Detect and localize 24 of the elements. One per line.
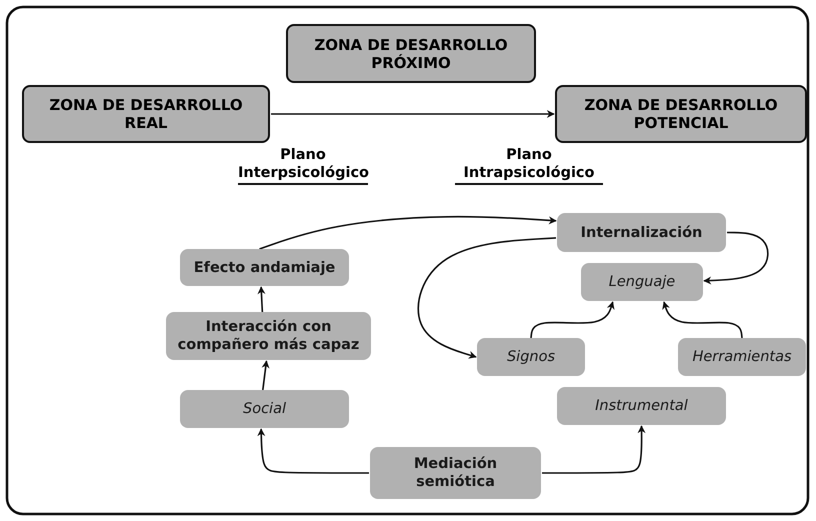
arrow [542, 425, 646, 474]
arrow [703, 232, 769, 285]
zone-box: ZONA DE DESARROLLO PRÓXIMO [286, 24, 536, 83]
arrow [257, 428, 369, 474]
concept-box: Internalización [557, 213, 726, 252]
concept-box: Signos [477, 338, 585, 376]
plane-label: Plano Interpsicológico [238, 146, 368, 185]
concept-box: Social [180, 390, 349, 428]
zone-box: ZONA DE DESARROLLO REAL [22, 85, 270, 143]
arrow [417, 237, 556, 359]
concept-box: Interacción con compañero más capaz [166, 312, 371, 360]
concept-box: Herramientas [678, 338, 806, 376]
arrow [662, 301, 743, 338]
arrow [271, 110, 555, 118]
zone-box: ZONA DE DESARROLLO POTENCIAL [555, 85, 807, 143]
concept-box: Instrumental [557, 387, 726, 425]
concept-box: Mediación semiótica [370, 447, 541, 499]
plane-label: Plano Intrapsicológico [455, 146, 603, 185]
arrow [530, 301, 614, 338]
concept-box: Efecto andamiaje [180, 249, 349, 286]
arrow [262, 360, 270, 390]
concept-box: Lenguaje [581, 263, 703, 301]
arrow [259, 216, 557, 250]
arrow [257, 286, 266, 312]
